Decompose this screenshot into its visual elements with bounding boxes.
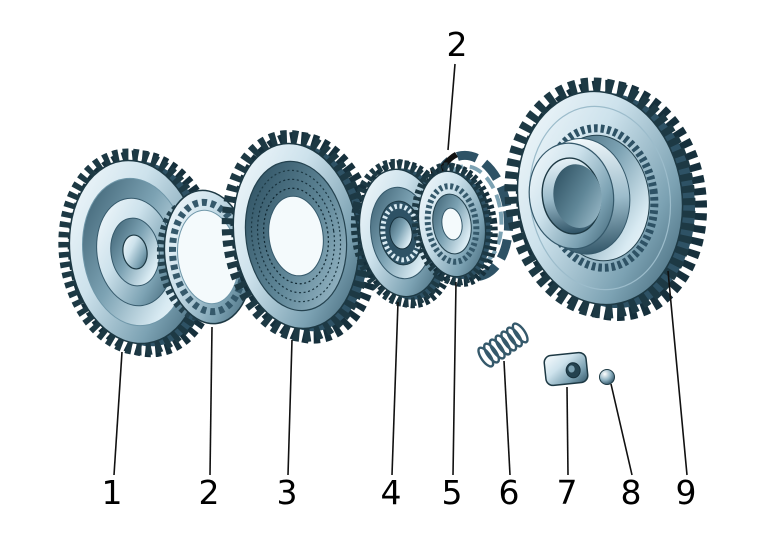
callout-labels: 2 1 2 3 4 5 6 7 8 9	[102, 25, 697, 512]
leader-line-6	[503, 360, 511, 476]
part-3-synchronizer-ring	[221, 130, 380, 344]
callout-label-6: 6	[499, 473, 520, 512]
gear-inner-teeth	[541, 124, 659, 272]
spring-coil	[500, 330, 518, 352]
friction-grooves	[250, 169, 342, 303]
friction-grooves	[256, 178, 336, 294]
hub-bore	[389, 216, 413, 250]
callout-label-3: 3	[277, 473, 298, 512]
leader-line-8	[610, 383, 633, 476]
spring-coil	[483, 342, 501, 364]
leader-line-9	[667, 270, 688, 476]
part-5-sliding-sleeve	[411, 162, 498, 287]
leader-line-2	[209, 326, 213, 476]
part-6-spring	[477, 322, 529, 368]
spring-coil	[488, 338, 506, 360]
sleeve-teeth	[411, 162, 493, 286]
part-9-gear	[504, 77, 708, 321]
callout-label-2: 2	[199, 473, 220, 512]
leader-line-4	[391, 301, 399, 476]
key-hole-highlight	[568, 365, 575, 373]
callout-label-top-2: 2	[447, 25, 468, 64]
callout-label-4: 4	[381, 473, 402, 512]
friction-grooves	[263, 187, 329, 285]
part-8-ball	[599, 369, 615, 385]
part-7-key	[543, 351, 589, 387]
callout-label-1: 1	[102, 473, 123, 512]
sleeve-hole	[441, 207, 463, 241]
collar-bore-depth	[553, 164, 602, 228]
spring-coil	[505, 326, 523, 348]
spring-coil	[494, 334, 512, 356]
sleeve-back-teeth	[416, 163, 498, 287]
leader-line-top-2	[447, 63, 456, 151]
leader-lines	[113, 63, 688, 476]
callout-label-9: 9	[676, 473, 697, 512]
leader-line-1	[113, 351, 123, 476]
callout-label-7: 7	[557, 473, 578, 512]
sleeve-inner-teeth	[424, 183, 480, 265]
gear-bore	[122, 234, 148, 270]
part-1-gear	[58, 148, 221, 358]
leader-line-3	[287, 339, 293, 476]
callout-label-8: 8	[621, 473, 642, 512]
leader-line-7	[566, 386, 569, 476]
callout-label-5: 5	[442, 473, 463, 512]
spring-coil	[511, 322, 529, 344]
leader-line-5	[452, 281, 457, 476]
